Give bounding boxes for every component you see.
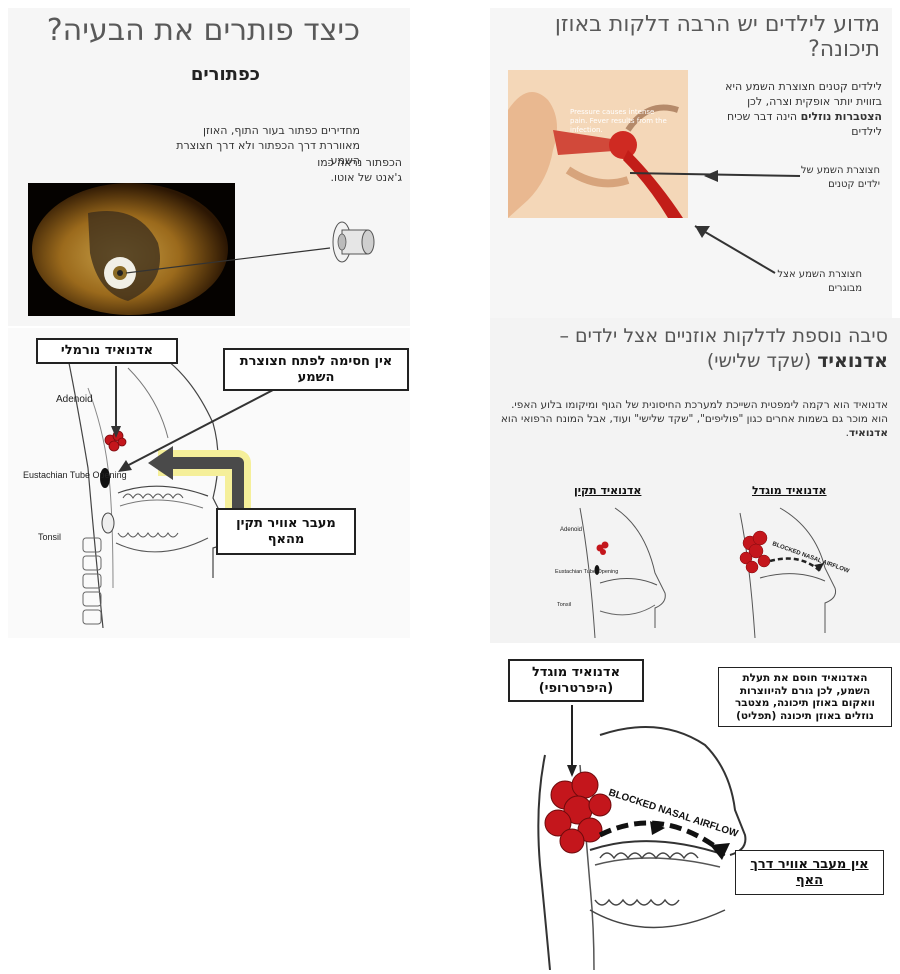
adenoid-description-bold: אדנואיד: [848, 427, 888, 440]
ear-anatomy-image: Pressure causes intense pain. Fever resu…: [508, 70, 688, 218]
slide-title: כיצד פותרים את הבעיה?: [46, 13, 360, 48]
label-adults-eustachian: חצוצרת השמע אצל מבוגרים: [777, 269, 862, 294]
label-normal-adenoid: אדנואיד תקין: [574, 484, 642, 497]
slide-left-top: כיצד פותרים את הבעיה? כפתורים מחדירים כפ…: [8, 8, 410, 326]
label-kids-eustachian: חצוצרת השמע של ילדים קטנים: [800, 165, 880, 190]
slide-title-paren: (שקד שלישי): [706, 349, 818, 372]
ear-image-caption: Pressure causes intense pain. Fever resu…: [570, 108, 667, 135]
slide-right-top: מדוע לילדים יש הרבה דלקות באוזן תיכונה? …: [490, 8, 892, 318]
explanation-text-bold: הצטברות נוזלים: [800, 109, 882, 123]
adenoid-description: אדנואיד הוא רקמה לימפטית השייכת למערכת ה…: [500, 399, 888, 440]
diagram-label-adenoid: Adenoid: [560, 527, 582, 533]
slide-right-bottom: BLOCKED NASAL AIRFLOW אדנואיד מוגדל (היפ…: [490, 645, 900, 970]
slide-title-bold: אדנואיד: [817, 349, 888, 372]
explanation-text-part2: הינה דבר שכיח לילדים: [727, 109, 882, 138]
label-normal-airflow: מעבר אוויר תקין מהאף: [216, 508, 356, 556]
diagram-label-eustachian: Eustachian Tube Opening: [23, 470, 127, 480]
diagram-label-tonsil: Tonsil: [38, 532, 61, 542]
grommet-caption: הכפתור נראה כמו ג'אנט של אוטו.: [317, 156, 402, 184]
explanation-text-part1: לילדים קטנים חצוצרת השמע היא בזווית יותר…: [725, 80, 882, 108]
slide-title-line1: סיבה נוספת לדלקות אוזניים אצל ילדים –: [559, 325, 888, 347]
diagram-label-eustachian: Eustachian Tube Opening: [555, 569, 618, 575]
blocked-airflow-label: BLOCKED NASAL AIRFLOW: [771, 541, 850, 575]
label-adenoid-blocks-tube: האדנואיד חוסם את תעלת השמע, לכן גורם להי…: [718, 667, 892, 728]
explanation-text: לילדים קטנים חצוצרת השמע היא בזווית יותר…: [717, 80, 882, 139]
label-enlarged-adenoid: אדנואיד מוגדל: [752, 484, 827, 497]
blocked-airflow-label: BLOCKED NASAL AIRFLOW: [607, 787, 740, 840]
diagram-label-tonsil: Tonsil: [557, 602, 571, 608]
nasopharynx-diagram: Adenoid Eustachian Tube Opening Tonsil: [23, 347, 274, 629]
slide-title: מדוע לילדים יש הרבה דלקות באוזן תיכונה?: [554, 12, 880, 63]
label-normal-adenoid: אדנואיד נורמלי: [36, 338, 178, 364]
slide-left-bottom: Adenoid Eustachian Tube Opening Tonsil א…: [8, 328, 410, 638]
description-text: מחדירים כפתור בעור התוף, האוזן מאווררת ד…: [176, 124, 360, 167]
slide-title-line2: אדנואיד (שקד שלישי): [498, 349, 888, 374]
label-no-blockage: אין חסימה לפתח חצוצרת השמע: [223, 348, 409, 392]
label-no-nasal-airflow: אין מעבר אוויר דרך האף: [735, 850, 884, 896]
adenoid-description-text: אדנואיד הוא רקמה לימפטית השייכת למערכת ה…: [500, 399, 888, 426]
diagram-label-adenoid: Adenoid: [56, 394, 93, 405]
eardrum-photo: [28, 183, 235, 316]
slide-subtitle: כפתורים: [190, 64, 260, 85]
slide-right-middle: סיבה נוספת לדלקות אוזניים אצל ילדים – אד…: [490, 318, 900, 643]
grommet-icon: [330, 218, 380, 266]
slide-title: סיבה נוספת לדלקות אוזניים אצל ילדים – אד…: [498, 324, 888, 373]
label-enlarged-adenoid: אדנואיד מוגדל (היפרטרופי): [508, 659, 644, 703]
